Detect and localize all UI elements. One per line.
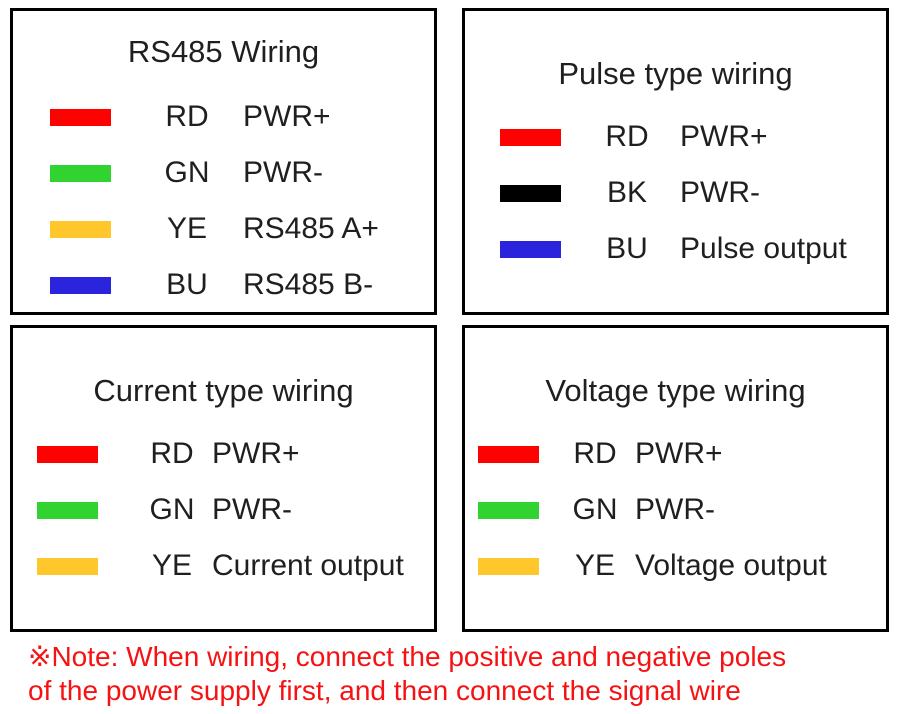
- wire-rows: RD PWR+ BK PWR- BU Pulse output: [465, 109, 886, 277]
- wire-signal-label: PWR+: [243, 100, 331, 133]
- wire-color-code: YE: [166, 212, 208, 245]
- wire-signal-label: PWR-: [212, 493, 292, 526]
- wire-color-code: YE: [151, 549, 193, 582]
- wire-row: YE RS485 A+: [13, 201, 434, 257]
- wire-signal-label: Current output: [212, 549, 404, 582]
- wire-color-code: BK: [606, 176, 648, 209]
- wire-color-code: RD: [573, 437, 617, 470]
- swatch-bu: [50, 276, 111, 294]
- swatch-gn: [50, 164, 111, 182]
- swatch-gn: [37, 501, 98, 519]
- swatch-bu: [500, 240, 561, 258]
- wire-signal-label: PWR-: [243, 156, 323, 189]
- swatch-ye: [50, 220, 111, 238]
- panel-voltage-type-wiring: Voltage type wiring RD PWR+ GN PWR- YE V…: [462, 325, 889, 632]
- wire-row: GN PWR-: [13, 145, 434, 201]
- wire-row: RD PWR+: [465, 109, 886, 165]
- swatch-rd: [478, 445, 539, 463]
- wire-signal-label: Voltage output: [635, 549, 827, 582]
- wire-signal-label: RS485 B-: [243, 268, 374, 301]
- swatch-gn: [478, 501, 539, 519]
- wire-row: RD PWR+: [13, 426, 434, 482]
- wire-color-code: BU: [166, 268, 208, 301]
- wire-signal-label: PWR-: [680, 176, 760, 209]
- wire-row: YE Current output: [13, 538, 434, 594]
- wire-row: YE Voltage output: [465, 538, 886, 594]
- wire-row: BK PWR-: [465, 165, 886, 221]
- wire-rows: RD PWR+ GN PWR- YE Voltage output: [465, 426, 886, 594]
- wiring-note-line2: of the power supply first, and then conn…: [28, 675, 741, 706]
- swatch-ye: [37, 557, 98, 575]
- wire-signal-label: PWR+: [680, 120, 768, 153]
- wire-signal-label: RS485 A+: [243, 212, 379, 245]
- panel-title: Current type wiring: [93, 373, 354, 408]
- wire-signal-label: PWR-: [635, 493, 715, 526]
- wire-row: BU RS485 B-: [13, 257, 434, 313]
- wire-color-code: RD: [165, 100, 209, 133]
- swatch-rd: [37, 445, 98, 463]
- wire-rows: RD PWR+ GN PWR- YE Current output: [13, 426, 434, 594]
- wire-signal-label: Pulse output: [680, 232, 847, 265]
- wire-row: BU Pulse output: [465, 221, 886, 277]
- swatch-ye: [478, 557, 539, 575]
- wire-color-code: GN: [572, 493, 618, 526]
- panel-rs485-wiring: RS485 Wiring RD PWR+ GN PWR- YE RS485 A+…: [10, 8, 437, 315]
- wire-color-code: GN: [149, 493, 195, 526]
- wire-row: RD PWR+: [465, 426, 886, 482]
- wire-color-code: YE: [574, 549, 616, 582]
- wire-row: GN PWR-: [13, 482, 434, 538]
- wire-signal-label: PWR+: [635, 437, 723, 470]
- wire-row: RD PWR+: [13, 89, 434, 145]
- panel-title: Pulse type wiring: [558, 56, 793, 91]
- wire-color-code: RD: [150, 437, 194, 470]
- wire-color-code: RD: [605, 120, 649, 153]
- panel-title: Voltage type wiring: [545, 373, 806, 408]
- panel-pulse-type-wiring: Pulse type wiring RD PWR+ BK PWR- BU Pul…: [462, 8, 889, 315]
- wiring-note-line1: ※Note: When wiring, connect the positive…: [28, 641, 787, 672]
- wire-color-code: BU: [606, 232, 648, 265]
- wiring-note: ※Note: When wiring, connect the positive…: [28, 640, 786, 708]
- wire-color-code: GN: [164, 156, 210, 189]
- swatch-rd: [50, 108, 111, 126]
- wire-rows: RD PWR+ GN PWR- YE RS485 A+ BU RS485 B-: [13, 89, 434, 313]
- swatch-rd: [500, 128, 561, 146]
- wire-signal-label: PWR+: [212, 437, 300, 470]
- wire-row: GN PWR-: [465, 482, 886, 538]
- panel-current-type-wiring: Current type wiring RD PWR+ GN PWR- YE C…: [10, 325, 437, 632]
- swatch-bk: [500, 184, 561, 202]
- panel-title: RS485 Wiring: [127, 34, 320, 69]
